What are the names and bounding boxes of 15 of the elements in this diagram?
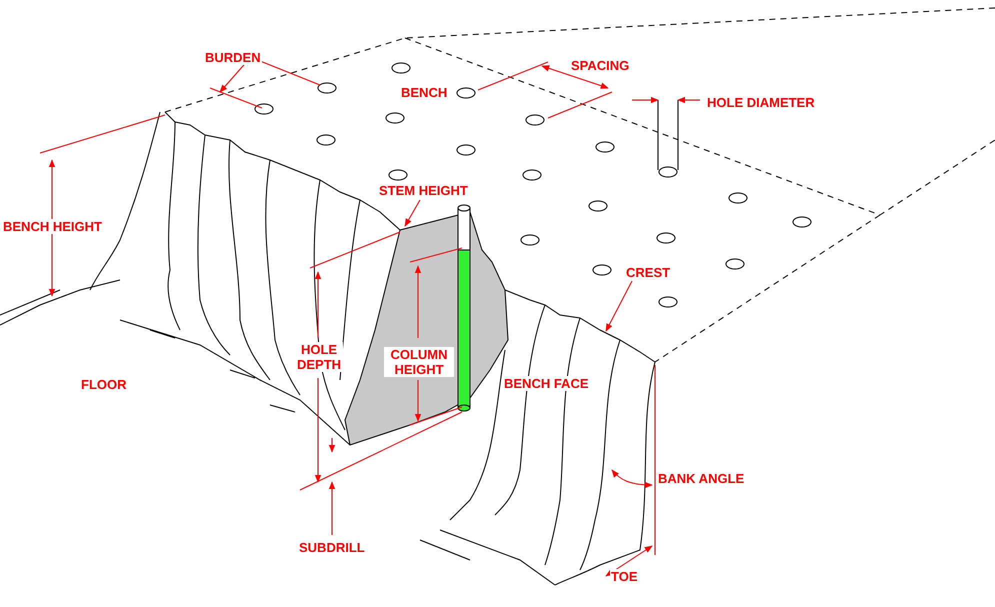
dimension-label: HOLE DEPTH xyxy=(295,342,343,372)
dimension-label: TOE xyxy=(610,569,638,584)
dimension-label: BURDEN xyxy=(204,50,262,65)
part-label: BENCH xyxy=(400,85,448,100)
dimension-label: STEM HEIGHT xyxy=(378,183,469,198)
dimension-label: SUBDRILL xyxy=(298,540,366,555)
part-label: FLOOR xyxy=(80,377,128,392)
dimension-label: HOLE DIAMETER xyxy=(706,95,816,110)
dimension-label: COLUMN HEIGHT xyxy=(384,347,454,377)
dimension-label: BENCH HEIGHT xyxy=(2,219,103,234)
part-label: BENCH FACE xyxy=(503,376,590,391)
callout-label: CREST xyxy=(626,265,670,281)
crest-edge xyxy=(504,290,656,362)
dimension-label: BANK ANGLE xyxy=(657,471,746,486)
dimension-label: SPACING xyxy=(570,58,630,73)
